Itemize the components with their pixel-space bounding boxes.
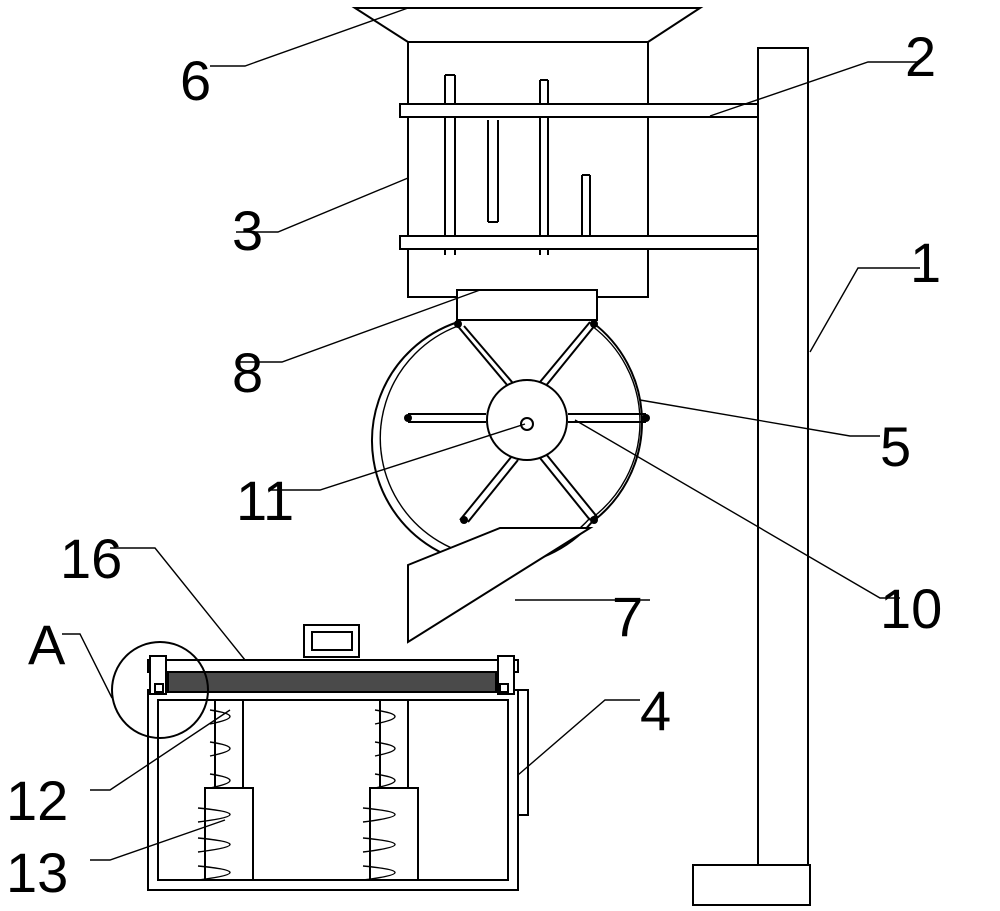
label-a: A <box>28 613 66 676</box>
leader-lines <box>62 7 920 861</box>
label-7: 7 <box>612 585 643 648</box>
label-13: 13 <box>6 841 68 904</box>
discharge-pipe <box>456 289 598 321</box>
outlet-chute <box>407 527 594 644</box>
spring-left <box>197 699 254 881</box>
label-10: 10 <box>880 577 942 640</box>
label-1: 1 <box>910 231 941 294</box>
label-12: 12 <box>6 769 68 832</box>
label-5: 5 <box>880 415 911 478</box>
label-8: 8 <box>232 341 263 404</box>
label-2: 2 <box>905 25 936 88</box>
label-3: 3 <box>232 199 263 262</box>
mounting-rods <box>399 103 759 250</box>
label-4: 4 <box>640 679 671 742</box>
crushing-box <box>407 41 649 298</box>
detail-circle-a <box>111 641 209 739</box>
impeller <box>404 320 650 524</box>
label-6: 6 <box>180 49 211 112</box>
support-column <box>692 47 811 906</box>
reference-numerals: 1 2 3 4 5 6 7 8 10 11 12 13 16 A <box>6 25 942 904</box>
label-16: 16 <box>60 527 122 590</box>
label-11: 11 <box>236 469 294 532</box>
hopper <box>351 7 704 43</box>
spring-right <box>362 699 419 881</box>
